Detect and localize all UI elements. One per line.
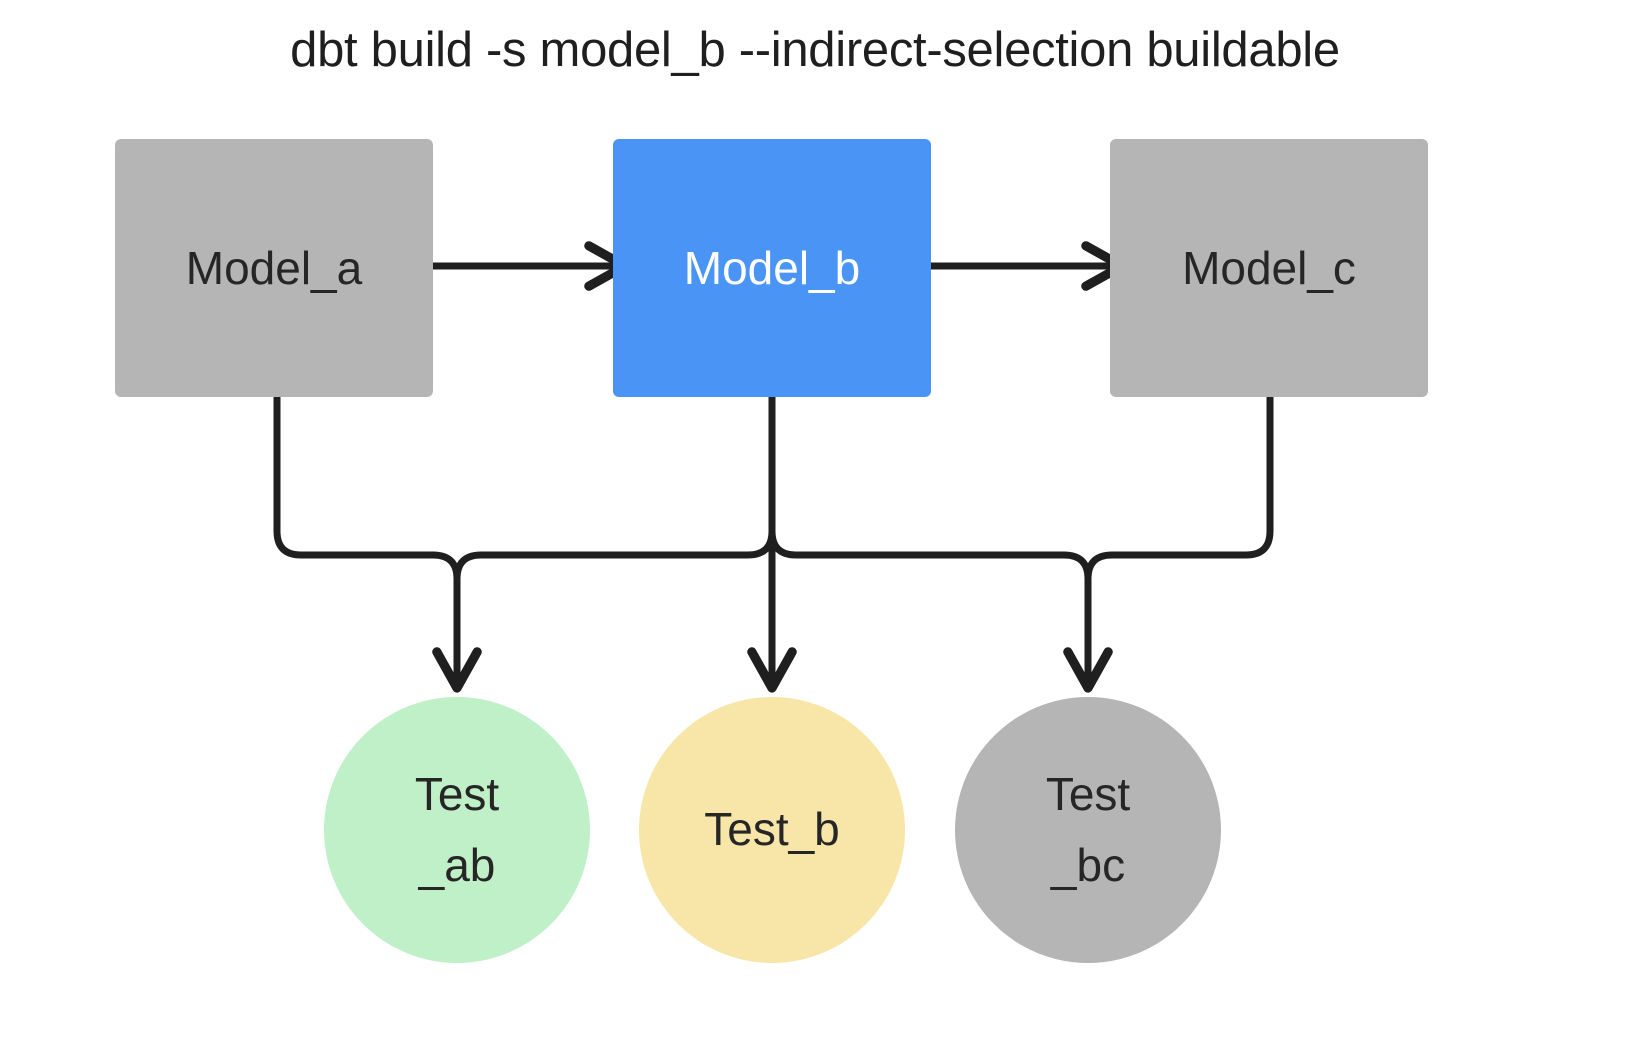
node-test-bc[interactable]: Test _bc — [955, 697, 1221, 963]
edge-model-c-to-test-bc — [1084, 393, 1274, 583]
node-model-b-label: Model_b — [683, 241, 861, 294]
node-test-b[interactable]: Test_b — [639, 697, 905, 963]
node-test-ab-label: Test _ab — [414, 767, 500, 891]
edge-model-a-to-test-ab — [273, 393, 482, 693]
node-test-bc-label: Test _bc — [1045, 767, 1131, 891]
node-model-a[interactable]: Model_a — [115, 139, 433, 397]
node-test-ab[interactable]: Test _ab — [324, 697, 590, 963]
edge-model-b-to-test-bc — [768, 393, 1113, 693]
node-model-b[interactable]: Model_b — [613, 139, 931, 397]
node-model-a-label: Model_a — [185, 241, 363, 294]
node-test-b-label: Test_b — [704, 803, 840, 856]
node-model-c-label: Model_c — [1182, 241, 1356, 294]
edge-model-b-to-test-ab — [453, 393, 776, 583]
page-title: dbt build -s model_b --indirect-selectio… — [290, 23, 1340, 77]
node-model-c[interactable]: Model_c — [1110, 139, 1428, 397]
